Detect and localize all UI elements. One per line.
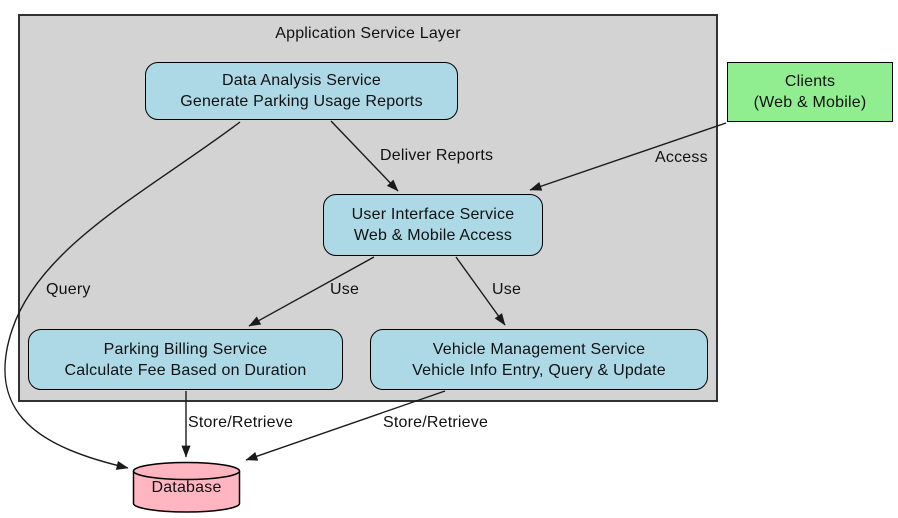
- edge-use-parking-billing: [248, 256, 375, 327]
- node-parking-billing-service: Parking Billing Service Calculate Fee Ba…: [28, 329, 343, 390]
- edge-label-store-retrieve-left: Store/Retrieve: [188, 414, 294, 431]
- edge-label-use-right: Use: [492, 281, 522, 298]
- node-parking-billing-line1: Parking Billing Service: [103, 340, 268, 358]
- node-user-interface-line1: User Interface Service: [351, 206, 515, 223]
- edge-deliver-reports: [330, 120, 399, 192]
- node-vehicle-mgmt-line2: Vehicle Info Entry, Query & Update: [412, 361, 666, 379]
- node-clients: Clients (Web & Mobile): [727, 62, 893, 122]
- edge-label-deliver-reports: Deliver Reports: [380, 147, 494, 164]
- node-vehicle-mgmt-line1: Vehicle Management Service: [432, 340, 646, 358]
- node-user-interface-line2: Web & Mobile Access: [353, 227, 513, 244]
- node-database-label: Database: [151, 479, 222, 496]
- node-data-analysis-service: Data Analysis Service Generate Parking U…: [145, 62, 458, 120]
- node-data-analysis-line2: Generate Parking Usage Reports: [180, 93, 423, 110]
- edge-store-retrieve-right: [245, 390, 446, 461]
- edge-label-store-retrieve-right: Store/Retrieve: [383, 414, 489, 431]
- edge-label-query: Query: [46, 281, 91, 298]
- edge-label-use-left: Use: [330, 281, 360, 298]
- node-data-analysis-line1: Data Analysis Service: [222, 72, 381, 89]
- node-clients-line2: (Web & Mobile): [753, 94, 867, 111]
- node-clients-line1: Clients: [784, 73, 836, 90]
- database-cylinder: [132, 461, 241, 513]
- cluster-title: Application Service Layer: [275, 25, 461, 42]
- edge-query: [4, 121, 241, 470]
- node-user-interface-service: User Interface Service Web & Mobile Acce…: [323, 194, 543, 256]
- edge-label-access: Access: [655, 149, 708, 166]
- edge-access: [529, 122, 727, 191]
- node-vehicle-management-service: Vehicle Management Service Vehicle Info …: [370, 329, 708, 390]
- node-parking-billing-line2: Calculate Fee Based on Duration: [64, 361, 307, 379]
- edge-use-vehicle-management: [455, 256, 506, 326]
